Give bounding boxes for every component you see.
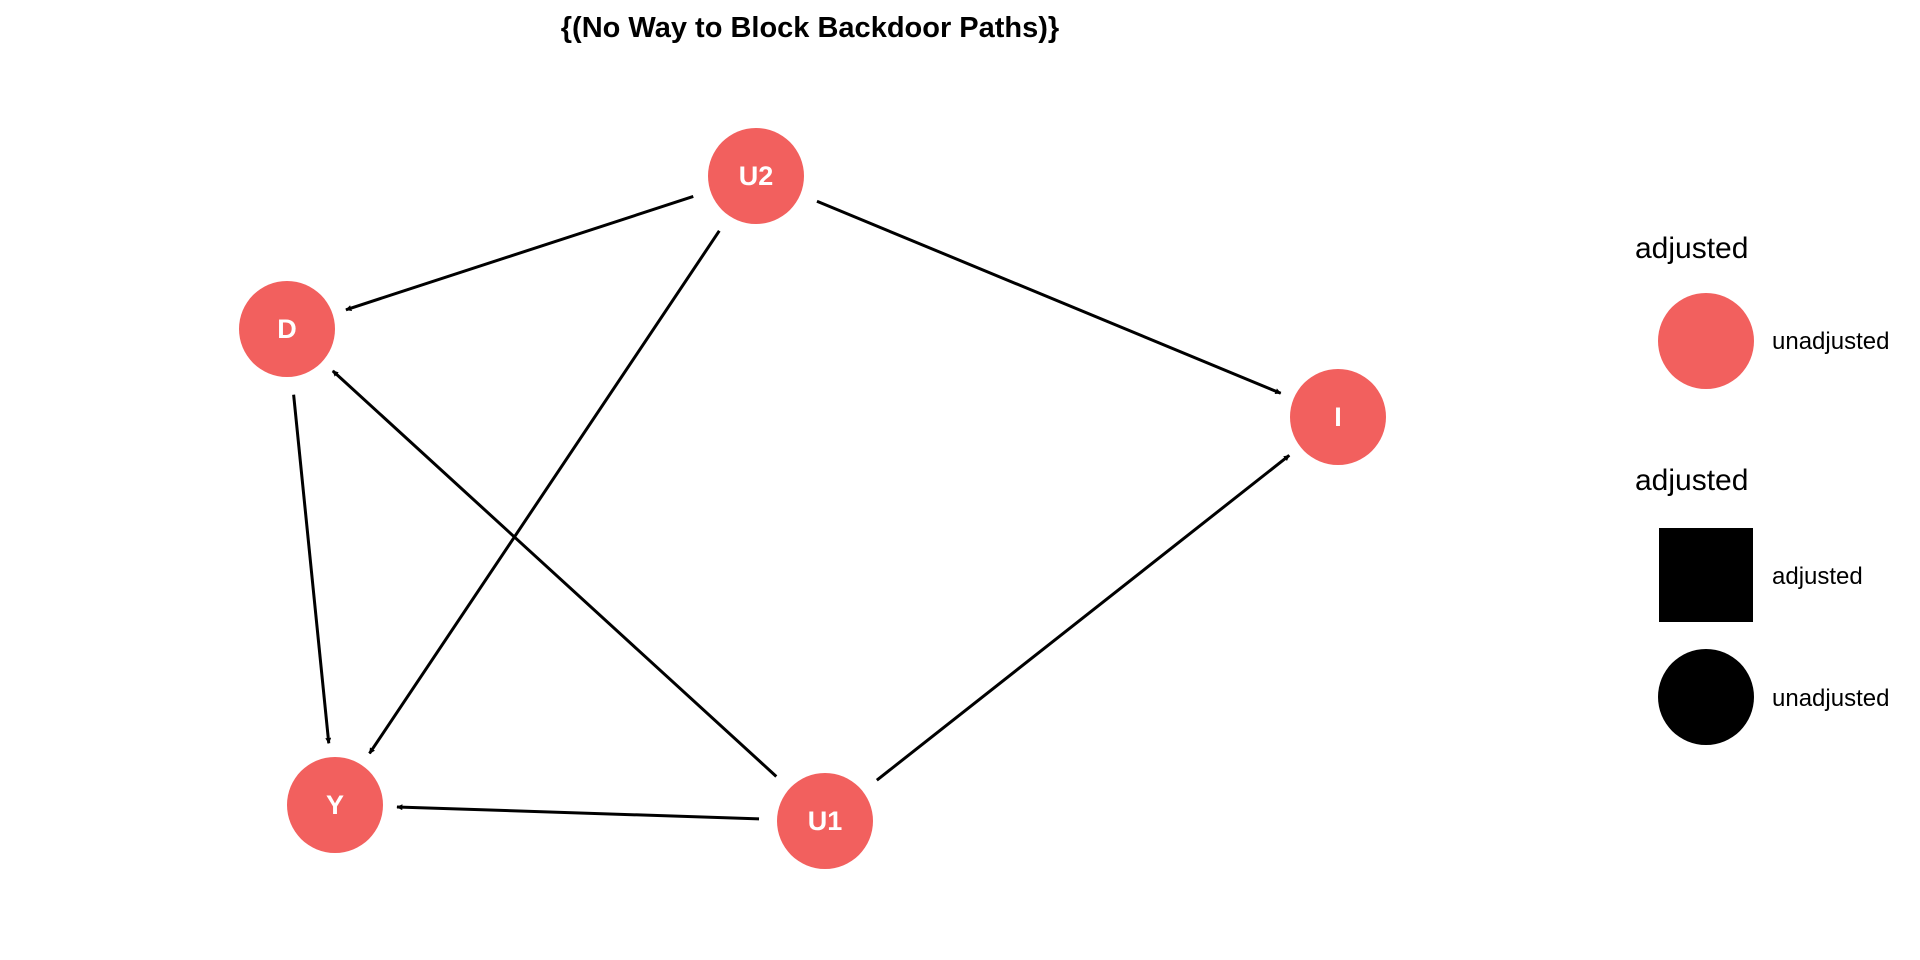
edge-u1-to-y	[396, 804, 760, 821]
node-circle-u2	[708, 128, 804, 224]
node-label-u1: U1	[808, 806, 843, 836]
node-label-d: D	[277, 314, 297, 344]
color-legend-label-unadjusted: unadjusted	[1772, 328, 1890, 355]
shape-legend-key-adjusted	[1659, 528, 1753, 622]
shape-legend-key-unadjusted	[1658, 649, 1754, 745]
node-y: Y	[287, 757, 383, 853]
node-u1: U1	[777, 773, 873, 869]
color-legend-key-unadjusted	[1658, 293, 1754, 389]
node-circle-i	[1290, 369, 1386, 465]
node-label-i: I	[1334, 402, 1342, 432]
edge-u1-to-i	[875, 454, 1291, 782]
node-circle-y	[287, 757, 383, 853]
shape-legend-label-unadjusted: unadjusted	[1772, 685, 1890, 712]
diagram-title: {(No Way to Block Backdoor Paths)}	[560, 12, 1060, 44]
edge-d-to-y	[292, 394, 332, 744]
edge-u1-to-d	[331, 369, 778, 778]
edge-layer	[292, 195, 1291, 821]
edge-u2-to-d	[345, 195, 694, 312]
node-circle-d	[239, 281, 335, 377]
edge-u2-to-y	[368, 230, 721, 755]
node-label-y: Y	[326, 790, 344, 820]
edge-u2-to-i	[816, 199, 1282, 395]
node-label-u2: U2	[739, 161, 774, 191]
node-d: D	[239, 281, 335, 377]
node-layer: U2D I Y U1	[239, 128, 1386, 869]
color-legend-title: adjusted	[1635, 232, 1749, 265]
node-i: I	[1290, 369, 1386, 465]
node-u2: U2	[708, 128, 804, 224]
shape-legend-title: adjusted	[1635, 464, 1749, 497]
node-circle-u1	[777, 773, 873, 869]
shape-legend-label-adjusted: adjusted	[1772, 563, 1863, 590]
